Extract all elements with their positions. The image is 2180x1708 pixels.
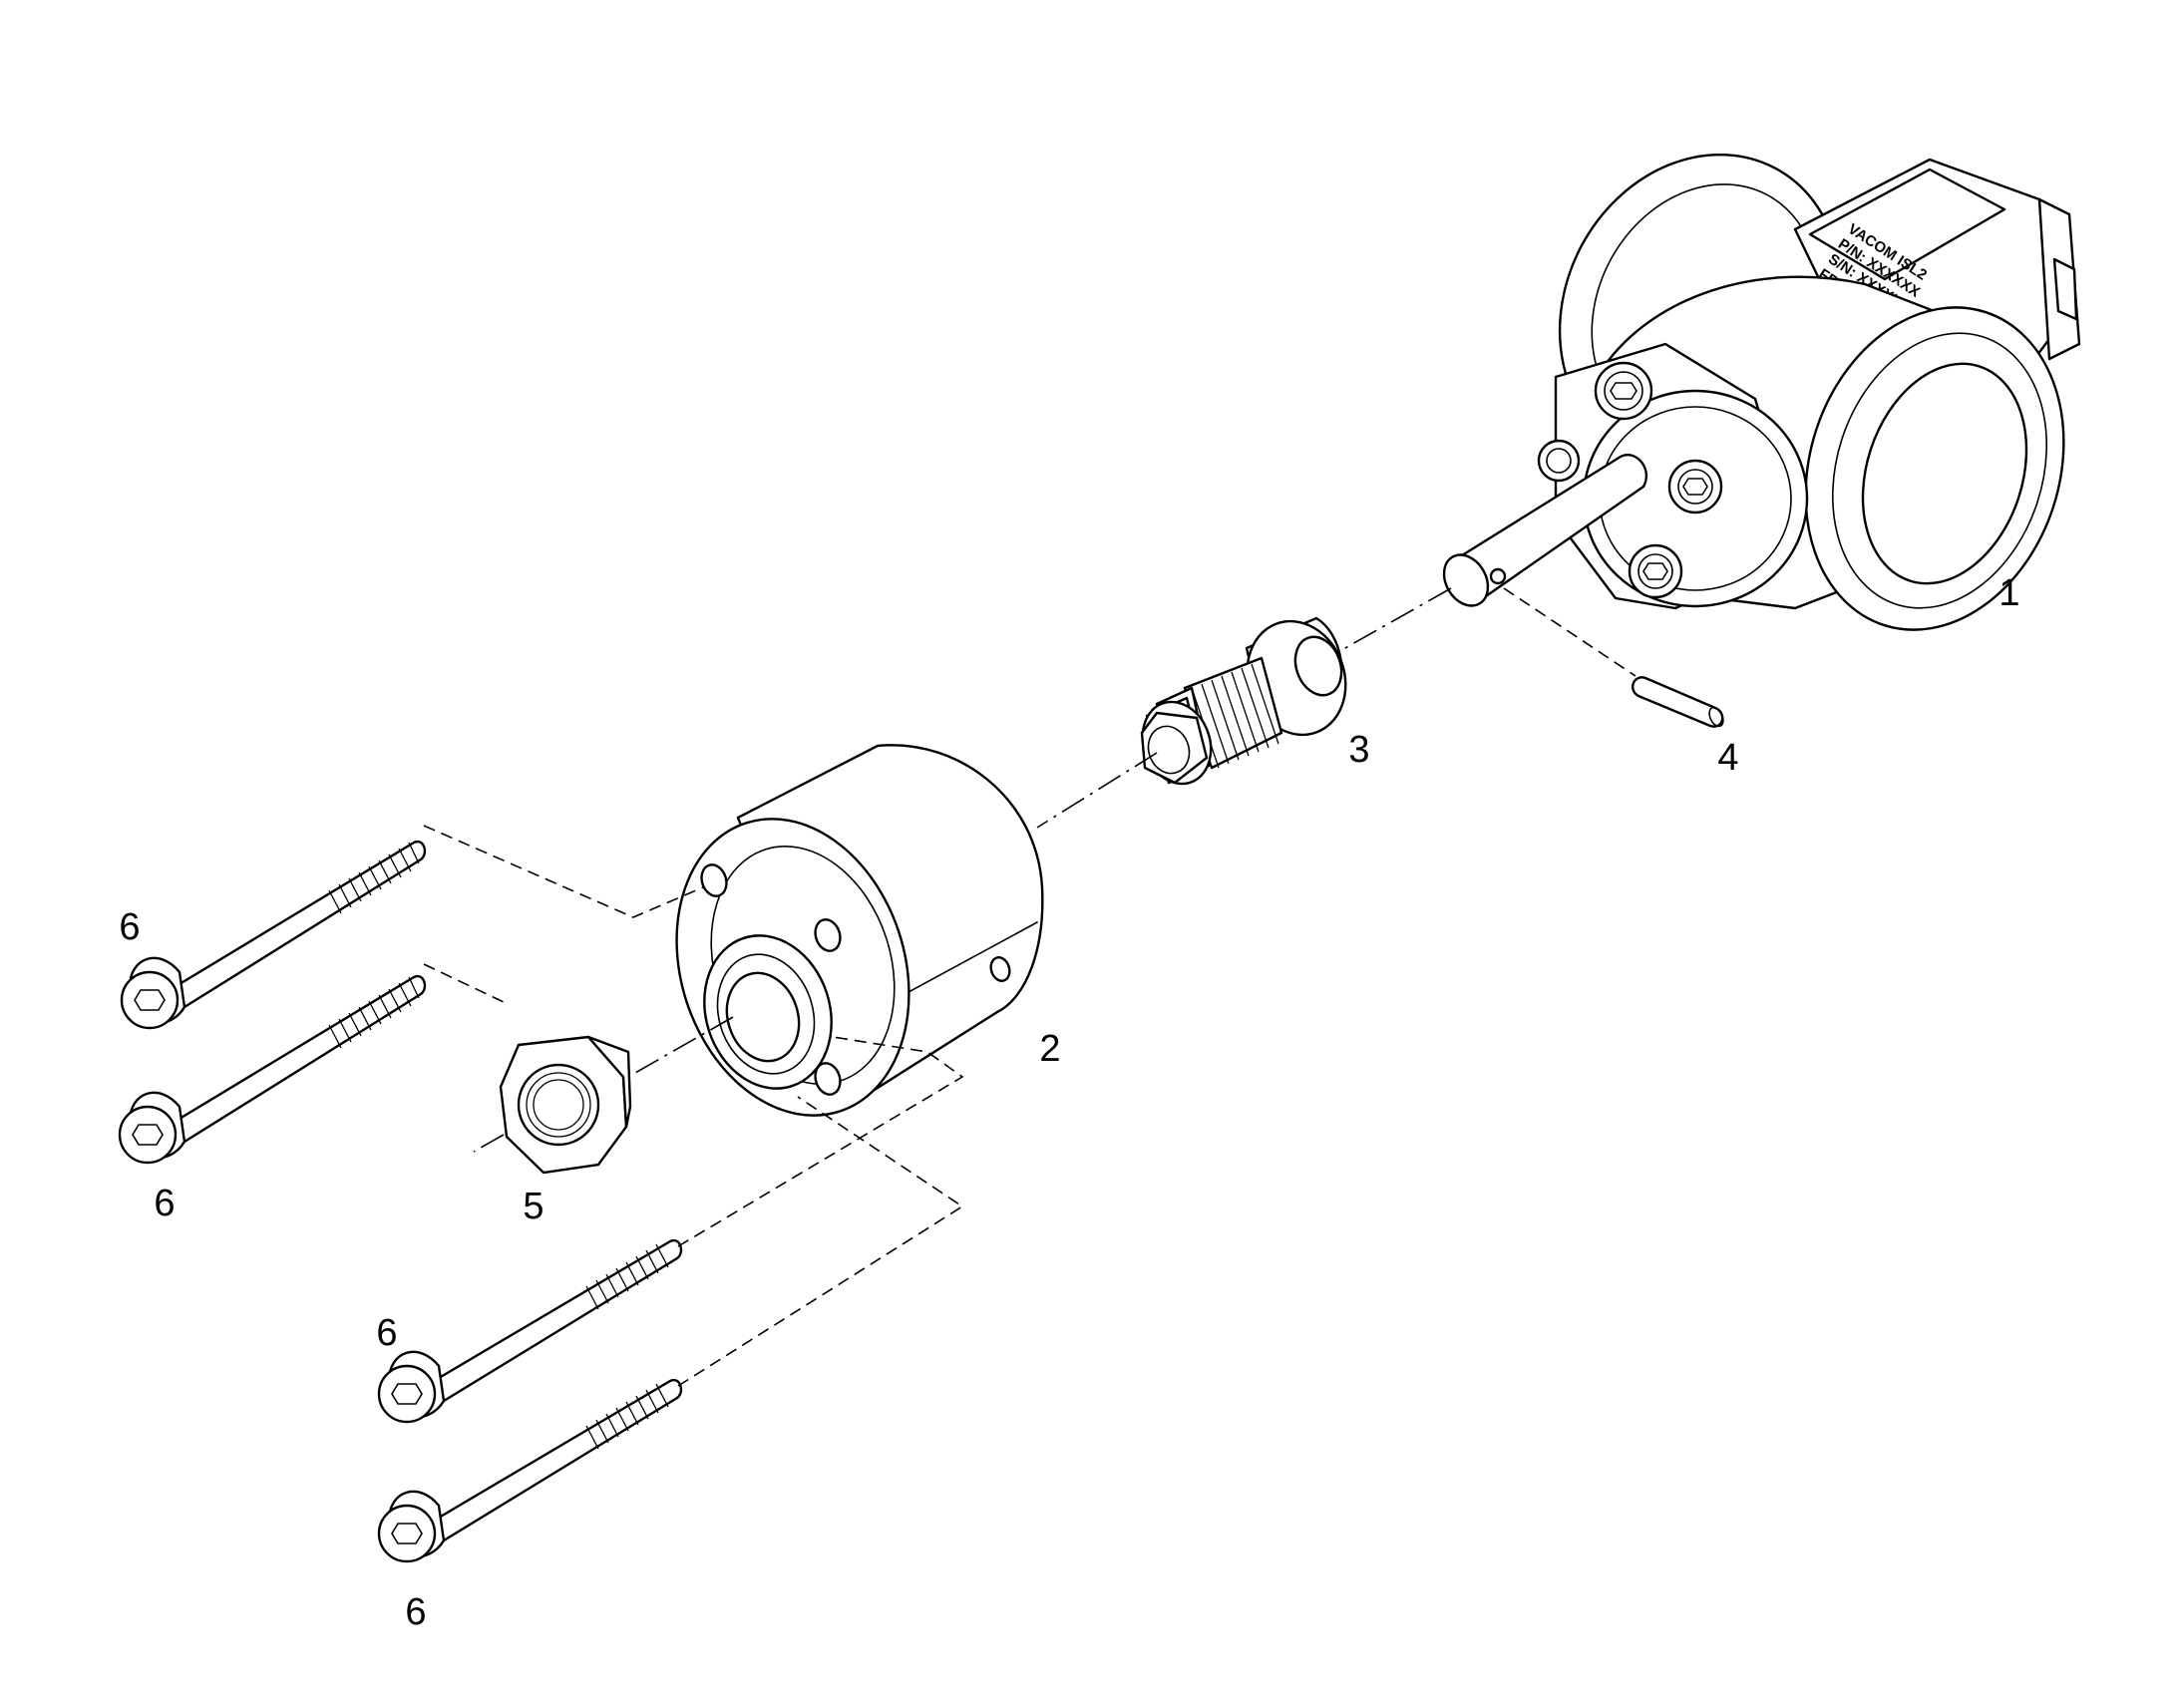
- part-6-screw-b: [118, 974, 427, 1165]
- part-5-hex-nut: [499, 1035, 632, 1175]
- housing-screw-4: [1628, 543, 1683, 599]
- housing-screw-2: [1537, 439, 1581, 483]
- callout-6b: 6: [154, 1183, 176, 1224]
- callout-6d: 6: [405, 1591, 427, 1633]
- callout-6c: 6: [376, 1312, 398, 1354]
- callout-5: 5: [523, 1186, 545, 1227]
- part-1-valve-housing: VACOM ISL2 P/N: XXXXXX S/N: XXXXXX FR: M…: [1442, 153, 2081, 631]
- part-3-threaded-adapter: [1140, 616, 1347, 786]
- callout-3: 3: [1348, 729, 1370, 771]
- callout-1: 1: [1998, 572, 2020, 614]
- part-4-pin: [1632, 676, 1724, 728]
- callout-4: 4: [1717, 737, 1739, 779]
- part-6-screw-a: [120, 840, 427, 1030]
- part-6-screw-d: [377, 1378, 683, 1563]
- callout-2: 2: [1039, 1028, 1061, 1070]
- housing-shaft: [1442, 454, 1648, 607]
- part-6-screw-c: [377, 1238, 683, 1424]
- housing-screw-1: [1594, 361, 1653, 421]
- housing-screw-3: [1667, 459, 1723, 514]
- callout-6a: 6: [119, 906, 141, 948]
- part-2-cylinder-housing: [675, 744, 1044, 1117]
- assembly-lines: [423, 587, 1636, 1387]
